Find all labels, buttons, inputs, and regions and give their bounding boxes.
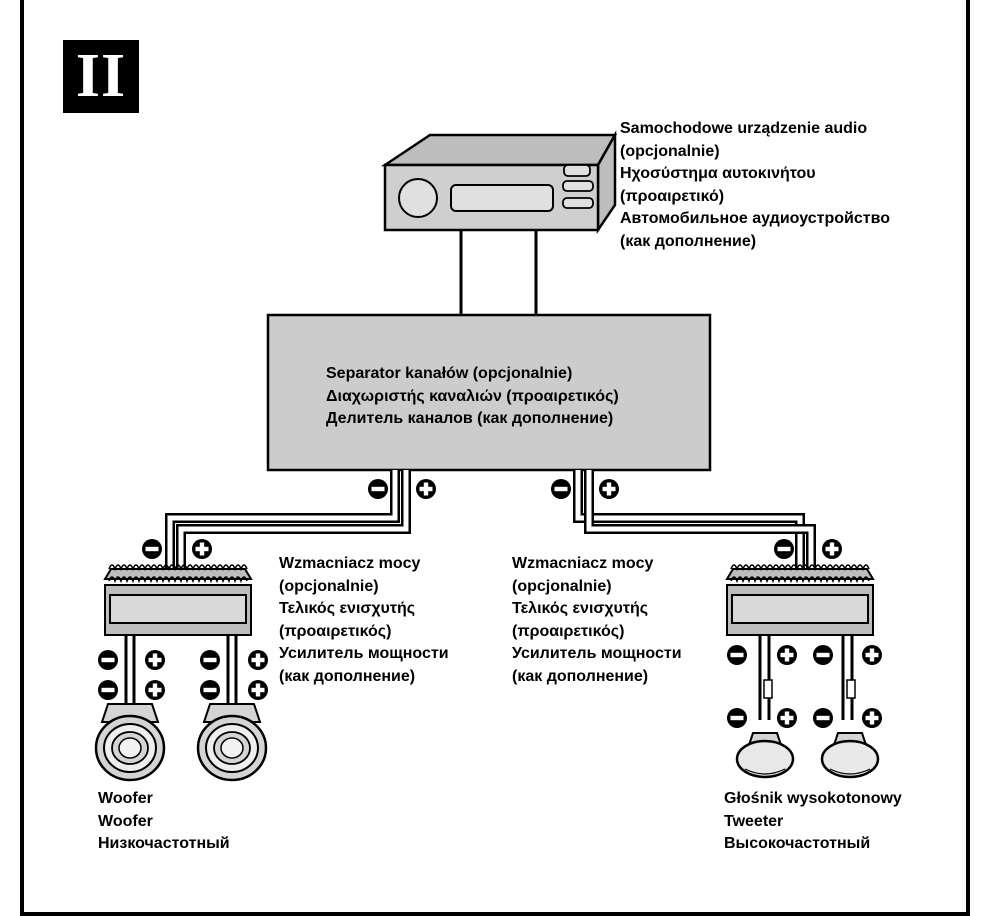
section-badge: II (63, 40, 139, 113)
amplifier-left-label: Wzmacniacz mocy (opcjonalnie) Τελικός εν… (279, 553, 449, 688)
amp-left-line: Wzmacniacz mocy (279, 555, 421, 572)
amp-left-line: Τελικός ενισχυτής (279, 600, 416, 617)
plus-terminal-icon (145, 680, 165, 700)
tweeter-label: Głośnik wysokotonowy Tweeter Высокочасто… (724, 788, 902, 856)
tweeter-speaker-left (735, 731, 795, 779)
minus-terminal-icon (142, 539, 162, 559)
minus-terminal-icon (774, 539, 794, 559)
minus-terminal-icon (200, 650, 220, 670)
amp-right-line: (opcjonalnie) (512, 577, 612, 595)
divider-line: Делитель каналов (как дополнение) (326, 410, 614, 427)
plus-terminal-icon (192, 539, 212, 559)
amp-right-line: Усилитель мощности (512, 645, 682, 662)
woofer-line: Woofer (98, 812, 153, 830)
plus-terminal-icon (248, 650, 268, 670)
amp-right-line: Wzmacniacz mocy (512, 555, 654, 572)
minus-terminal-icon (368, 479, 388, 499)
tweeter-line: Tweeter (724, 812, 784, 830)
amp-right-line: (προαιρετικός) (512, 622, 625, 640)
car-audio-line: (προαιρετικό) (620, 187, 725, 205)
woofer-label: Woofer Woofer Низкочастотный (98, 788, 230, 856)
minus-terminal-icon (813, 645, 833, 665)
divider-line: Διαχωριστής καναλιών (προαιρετικός) (326, 387, 619, 405)
minus-terminal-icon (98, 680, 118, 700)
amplifier-right (726, 564, 874, 636)
capacitor-icon (846, 679, 856, 699)
divider-line: Separator kanałów (opcjonalnie) (326, 365, 573, 382)
car-audio-line: Автомобильное аудиоустройство (620, 210, 890, 227)
plus-terminal-icon (145, 650, 165, 670)
car-audio-unit (380, 130, 618, 235)
plus-terminal-icon (777, 708, 797, 728)
minus-terminal-icon (727, 645, 747, 665)
minus-terminal-icon (727, 708, 747, 728)
car-audio-line: Ηχοσύστημα αυτοκινήτου (620, 165, 816, 182)
minus-terminal-icon (813, 708, 833, 728)
woofer-speaker-left (94, 702, 166, 782)
car-audio-label: Samochodowe urządzenie audio (opcjonalni… (620, 118, 890, 253)
tweeter-speaker-right (820, 731, 880, 779)
capacitor-icon (763, 679, 773, 699)
plus-terminal-icon (416, 479, 436, 499)
woofer-line: Низкочастотный (98, 835, 230, 852)
amp-right-line: (как дополнение) (512, 667, 649, 685)
plus-terminal-icon (862, 645, 882, 665)
car-audio-line: (opcjonalnie) (620, 142, 720, 160)
woofer-line: Woofer (98, 790, 153, 807)
plus-terminal-icon (599, 479, 619, 499)
minus-terminal-icon (98, 650, 118, 670)
minus-terminal-icon (200, 680, 220, 700)
tweeter-line: Głośnik wysokotonowy (724, 790, 902, 807)
amplifier-right-label: Wzmacniacz mocy (opcjonalnie) Τελικός εν… (512, 553, 682, 688)
channel-divider-label: Separator kanałów (opcjonalnie) Διαχωρισ… (326, 363, 619, 431)
tweeter-line: Высокочастотный (724, 835, 871, 852)
amp-left-line: Усилитель мощности (279, 645, 449, 662)
woofer-speaker-right (196, 702, 268, 782)
channel-divider-box (266, 313, 712, 472)
car-audio-line: Samochodowe urządzenie audio (620, 120, 868, 137)
plus-terminal-icon (862, 708, 882, 728)
amplifier-left (104, 564, 252, 636)
amp-left-line: (как дополнение) (279, 667, 416, 685)
plus-terminal-icon (822, 539, 842, 559)
amp-right-line: Τελικός ενισχυτής (512, 600, 649, 617)
plus-terminal-icon (777, 645, 797, 665)
plus-terminal-icon (248, 680, 268, 700)
amp-left-line: (opcjonalnie) (279, 577, 379, 595)
minus-terminal-icon (551, 479, 571, 499)
amp-left-line: (προαιρετικός) (279, 622, 392, 640)
car-audio-line: (как дополнение) (620, 232, 757, 250)
